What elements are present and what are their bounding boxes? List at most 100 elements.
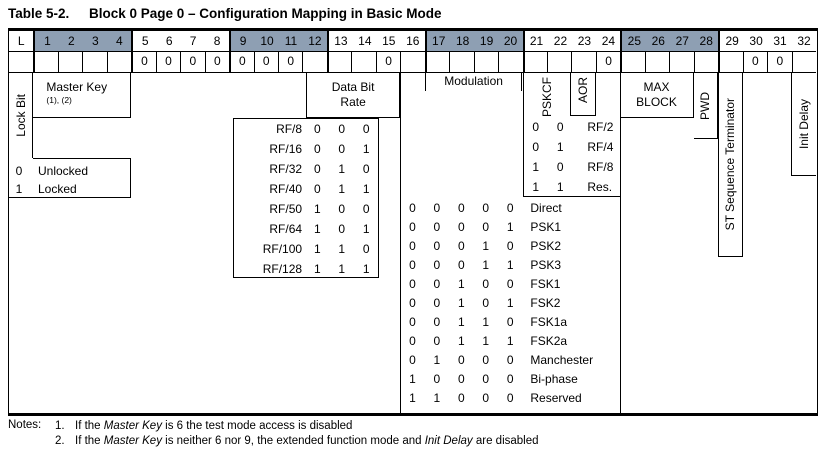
preset-value-cell [718,52,742,72]
data-bit-rate-bit: 0 [338,122,346,136]
data-bit-rate-bit: 0 [362,122,370,136]
note-text: Master Key [103,420,162,432]
max-block-box: MAX BLOCK [620,73,694,118]
bit-header-number: 15 [382,34,396,48]
preset-value-cell [498,52,522,72]
aor-row-label: RF/8 [587,160,614,174]
modulation-bit: 1 [409,391,416,405]
modulation-right-border [620,73,622,413]
bit-header-number: 8 [213,34,221,48]
data-bit-rate-bit: 1 [338,242,346,256]
pwd-box: PWD [693,73,719,139]
lock-legend-bit: 1 [15,182,23,196]
modulation-bit: 1 [457,315,465,329]
modulation-bit: 1 [482,239,490,253]
data-bit-rate-label-line2: Rate [340,95,366,109]
lock-legend-top-border [33,158,132,159]
max-block-label-line1: MAX [643,80,670,94]
bit-header-number: 7 [189,34,197,48]
modulation-bit: 0 [409,220,416,234]
modulation-bit: 1 [482,315,490,329]
bit-header-number: 17 [432,34,446,48]
aor-row-label: RF/4 [587,140,614,154]
notes-label: Notes: [8,419,42,431]
bit-header-number: L [17,34,25,48]
bit-header-number: 19 [479,34,494,48]
modulation-bit: 1 [506,334,514,348]
modulation-bit: 0 [433,334,441,348]
data-bit-rate-bit: 1 [313,242,321,256]
preset-value-cell [522,52,547,72]
lock-bit-label: Lock Bit [13,94,28,137]
max-block-label-line2: BLOCK [636,95,677,109]
preset-value-cell [644,52,669,72]
modulation-bit: 1 [457,277,465,291]
data-bit-rate-row-label: RF/64 [269,222,303,236]
bit-header-number: 23 [577,34,592,48]
modulation-bit: 1 [482,334,490,348]
pskcf-label: PSKCF [539,77,554,118]
modulation-row-label: FSK2 [530,296,561,310]
data-bit-rate-bit: 1 [362,182,370,196]
modulation-bit: 0 [457,239,465,253]
modulation-bit: 0 [433,201,441,215]
preset-value-cell [326,52,351,72]
modulation-bit: 1 [506,220,514,234]
modulation-bit: 0 [506,201,514,215]
aor-label-box: AOR [571,73,596,116]
table-title-text: Block 0 Page 0 – Configuration Mapping i… [89,6,442,21]
pskcf-bit: 1 [556,140,564,154]
preset-value-cell [547,52,571,72]
modulation-row-label: PSK2 [530,239,562,253]
data-bit-rate-label-line1: Data Bit [331,80,375,94]
data-bit-rate-bit: 0 [362,202,370,216]
lock-legend-text: Locked [38,182,77,196]
modulation-bit: 0 [457,391,465,405]
pskcf-bit: 0 [556,160,564,174]
bit-header-number: 29 [725,34,739,48]
pskcf-bit: 0 [532,120,540,134]
modulation-bit: 0 [482,296,490,310]
bit-header-number: 3 [91,34,99,48]
data-bit-rate-label-box: Data Bit Rate [306,73,401,118]
preset-value-cell [57,52,82,72]
bit-header-number: 9 [239,34,247,48]
data-bit-rate-bit: 0 [338,202,346,216]
modulation-row-label: Bi-phase [530,372,578,386]
modulation-row-label: Manchester [530,353,594,367]
preset-value-cell [33,52,57,72]
modulation-bit: 0 [457,372,465,386]
data-bit-rate-bit: 1 [362,262,370,276]
modulation-bit: 0 [409,239,416,253]
modulation-bit: 1 [506,258,514,272]
pskcf-bit: 0 [532,140,540,154]
modulation-bit: 0 [482,201,490,215]
modulation-row-label: PSK3 [530,258,562,272]
modulation-bit: 1 [506,296,514,310]
bit-header-number: 27 [675,34,689,48]
preset-value-cell [424,52,449,72]
data-bit-rate-row-label: RF/32 [269,162,303,176]
bit-header-number: 11 [284,34,298,48]
modulation-bit: 0 [457,258,465,272]
